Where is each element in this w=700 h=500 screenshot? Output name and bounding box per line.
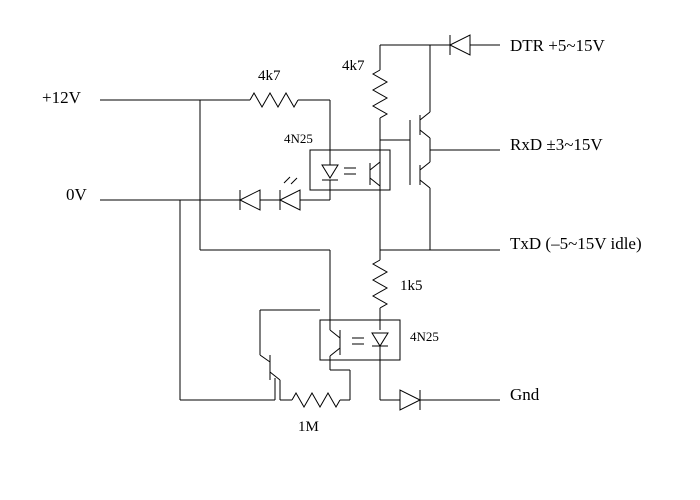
label-r-bias: 1M — [298, 419, 319, 435]
diode-0v — [238, 189, 261, 211]
resistor-4k7-pullup — [371, 69, 389, 250]
resistor-1m — [280, 391, 350, 409]
label-0v: 0V — [66, 185, 88, 204]
zero-volt-rail — [100, 199, 275, 401]
bottom-opto-wiring — [200, 249, 351, 400]
diode-dtr — [430, 34, 500, 56]
label-plus12v: +12V — [42, 88, 82, 107]
bias-transistor — [259, 309, 320, 400]
optocoupler-bottom — [319, 319, 401, 400]
label-opto-bottom: 4N25 — [410, 329, 439, 344]
label-r-input: 4k7 — [258, 68, 281, 84]
plus12v-rail — [100, 99, 250, 250]
indicator-led — [260, 176, 301, 211]
label-r-mid: 1k5 — [400, 278, 423, 294]
optocoupler-top — [309, 149, 391, 191]
label-dtr: DTR +5~15V — [510, 36, 606, 55]
resistor-1k5 — [371, 250, 389, 330]
label-rxd: RxD ±3~15V — [510, 135, 603, 154]
transistor-pair — [380, 45, 431, 250]
resistor-4k7-input — [249, 91, 331, 165]
label-gnd: Gnd — [510, 385, 540, 404]
pullup-wire — [379, 44, 430, 70]
label-opto-top: 4N25 — [284, 131, 313, 146]
label-txd: TxD (–5~15V idle) — [510, 234, 642, 253]
diode-gnd — [380, 389, 500, 411]
label-r-pullup: 4k7 — [342, 58, 365, 74]
